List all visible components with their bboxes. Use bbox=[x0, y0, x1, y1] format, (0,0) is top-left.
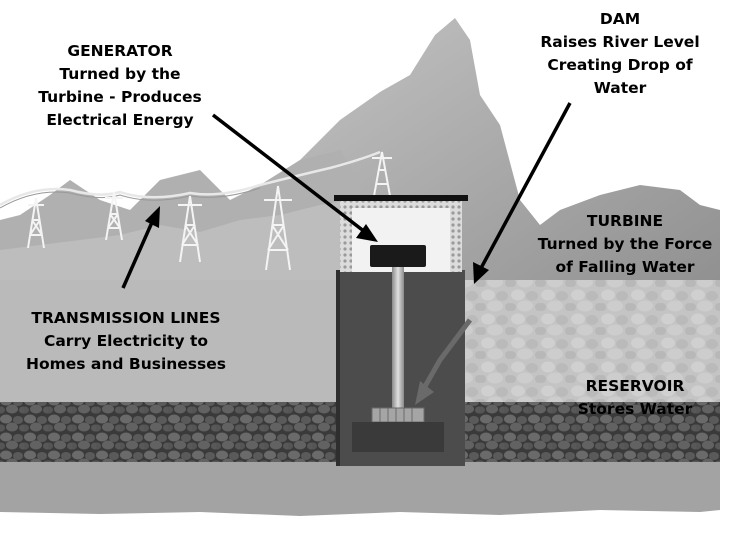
transmission-towers bbox=[27, 151, 392, 271]
powerhouse-roof bbox=[334, 195, 468, 201]
pointer-arrows bbox=[121, 102, 572, 289]
tower-3 bbox=[178, 195, 202, 263]
generator-desc-line-2: Turbine - Produces bbox=[38, 88, 202, 106]
transmission-desc-line-2: Homes and Businesses bbox=[25, 355, 227, 373]
tower-5 bbox=[372, 151, 392, 197]
riverbed bbox=[0, 462, 720, 516]
transmission-wires bbox=[0, 150, 381, 209]
generator-arrow bbox=[211, 113, 378, 242]
reservoir-title: RESERVOIR bbox=[585, 377, 685, 395]
foreground-hills bbox=[0, 200, 360, 300]
dam-title: DAM bbox=[599, 10, 641, 28]
turbine-shaft bbox=[392, 267, 404, 409]
downstream-water bbox=[0, 280, 338, 405]
dam-desc-line-3: Water bbox=[593, 79, 647, 97]
generator bbox=[370, 245, 426, 267]
turbine-title: TURBINE bbox=[586, 212, 664, 230]
tower-4 bbox=[264, 185, 292, 271]
turbine-label: TURBINE Turned by the Force of Falling W… bbox=[515, 210, 735, 279]
turbine-desc-line-2: of Falling Water bbox=[555, 258, 695, 276]
tower-1 bbox=[27, 197, 45, 249]
generator-desc-line-1: Turned by the bbox=[59, 65, 181, 83]
dam-label: DAM Raises River Level Creating Drop of … bbox=[510, 8, 730, 100]
tower-2 bbox=[105, 191, 123, 241]
reservoir-label: RESERVOIR Stores Water bbox=[540, 375, 730, 421]
transmission-title: TRANSMISSION LINES bbox=[31, 309, 221, 327]
reservoir-water bbox=[464, 280, 720, 405]
generator-desc-line-3: Electrical Energy bbox=[46, 111, 194, 129]
generator-label: GENERATOR Turned by the Turbine - Produc… bbox=[0, 40, 240, 132]
dam-desc-line-2: Creating Drop of bbox=[547, 56, 693, 74]
generator-title: GENERATOR bbox=[67, 42, 173, 60]
transmission-lines-label: TRANSMISSION LINES Carry Electricity to … bbox=[0, 307, 252, 376]
dam-arrow bbox=[473, 102, 572, 284]
transmission-desc-line-1: Carry Electricity to bbox=[43, 332, 209, 350]
turbine-desc-line-1: Turned by the Force bbox=[537, 235, 713, 253]
dam-desc-line-1: Raises River Level bbox=[540, 33, 700, 51]
water-flow-arrow bbox=[420, 318, 472, 392]
reservoir-desc-line-1: Stores Water bbox=[577, 400, 693, 418]
tailrace bbox=[352, 422, 444, 452]
transmission-arrow bbox=[121, 206, 160, 289]
dam-face-highlight bbox=[336, 270, 340, 466]
